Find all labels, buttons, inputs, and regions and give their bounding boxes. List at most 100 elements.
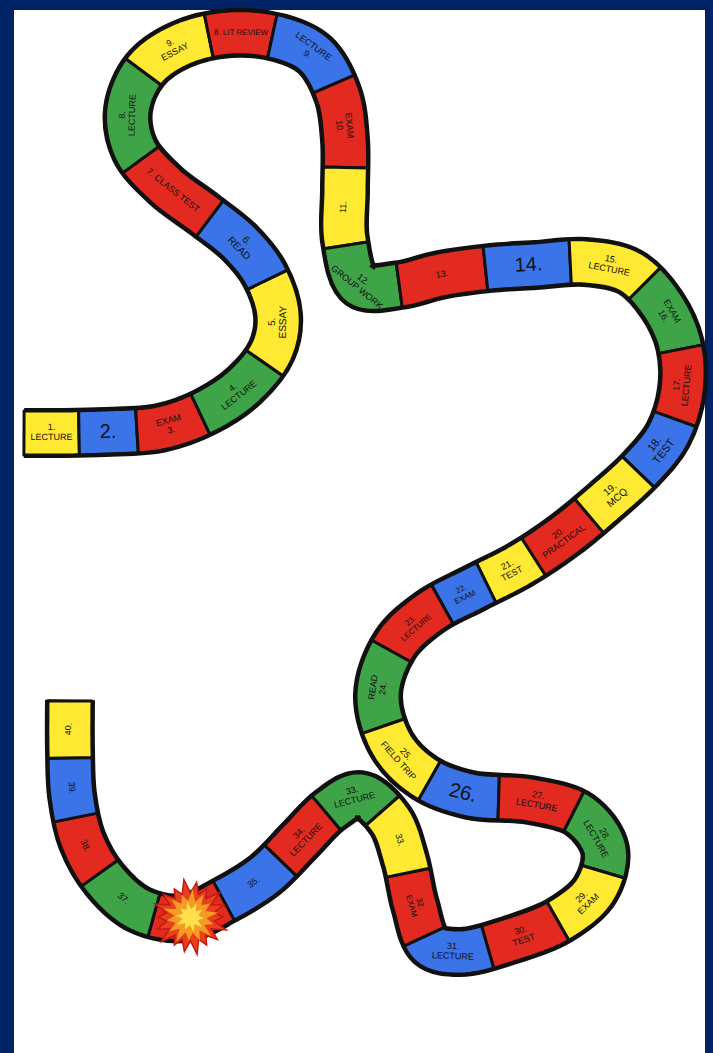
board-square: 22.EXAM xyxy=(436,566,492,621)
board-square: 31.LECTURE xyxy=(420,931,486,973)
board-square: 29.EXAM xyxy=(549,865,622,937)
board-square: READ24. xyxy=(354,649,403,726)
board-square: 8.LECTURE xyxy=(106,71,149,160)
board-square: 37. xyxy=(86,863,161,935)
board-square: 12.GROUP WORK xyxy=(317,245,402,325)
board-square: 7. CLASS TEST xyxy=(127,149,218,233)
path-tile xyxy=(79,409,139,455)
board-square: 28.LECTURE xyxy=(566,798,634,876)
square-text: LECTURE xyxy=(127,94,138,136)
board-square: 15.LECTURE xyxy=(570,238,650,292)
square-text: LECTURE xyxy=(515,798,558,815)
square-text: 24. xyxy=(378,682,389,696)
square-text: 10. xyxy=(334,119,345,132)
path-tile xyxy=(126,14,213,85)
square-text: 2. xyxy=(99,421,117,443)
square-text: 38. xyxy=(78,838,92,853)
board-square: 21.TEST xyxy=(480,542,541,600)
fire-square xyxy=(155,880,227,955)
board-square: LECTURE9. xyxy=(268,13,353,90)
fire-middle xyxy=(164,889,218,941)
square-text: 11. xyxy=(339,200,349,212)
board-square: 25.FIELD TRIP xyxy=(364,720,438,797)
square-text: LECTURE xyxy=(293,31,333,64)
square-text: LECTURE xyxy=(587,261,630,279)
fire-outer xyxy=(155,880,227,955)
board-square: EXAM10. xyxy=(320,84,367,166)
square-text: ESSAY xyxy=(278,306,289,339)
path-tile xyxy=(54,813,118,886)
square-text: 1. xyxy=(48,423,56,433)
path-tile xyxy=(48,758,97,822)
square-text: 37. xyxy=(115,891,131,907)
square-text: LECTURE xyxy=(432,951,474,962)
square-text: 31. xyxy=(447,942,460,952)
board-square: 39. xyxy=(49,759,94,816)
board-square: 35. xyxy=(216,849,291,918)
board-square: EXAM16. xyxy=(633,273,702,354)
board-square: 2. xyxy=(81,411,135,453)
path-tile xyxy=(629,268,702,354)
square-text: 8. xyxy=(118,111,128,119)
fire-core xyxy=(176,901,204,931)
path-tile xyxy=(564,792,628,878)
board-square: 9.ESSAY xyxy=(133,14,214,82)
square-text: 5. xyxy=(267,317,278,326)
path-tile xyxy=(148,881,234,940)
square-text: PRACTICAL xyxy=(541,523,588,561)
board-square: 26. xyxy=(426,766,500,821)
path-tile xyxy=(314,75,368,168)
page-ground xyxy=(14,10,705,1053)
square-text: EXAM xyxy=(343,112,355,138)
board-square: 33. xyxy=(371,804,428,875)
square-text: GROUP WORK xyxy=(329,264,384,312)
square-text: 40. xyxy=(65,723,75,736)
board-square: 14. xyxy=(488,243,569,287)
square-text: 9. xyxy=(301,49,313,61)
path-tiles xyxy=(24,11,705,974)
board-square: 4.LECTURE xyxy=(194,353,279,432)
board-square: 18.TEST xyxy=(626,412,694,483)
square-text: LECTURE xyxy=(220,380,259,414)
square-text: 35. xyxy=(246,876,262,891)
board-square: 8. LIT REVIEW xyxy=(211,12,269,52)
board-square: 13. xyxy=(398,247,486,301)
square-text: 39. xyxy=(66,781,77,794)
board-square: 20.PRACTICAL xyxy=(524,503,598,572)
board-square: 17.LECTURE xyxy=(660,351,706,419)
square-text: 13. xyxy=(435,269,449,281)
board-square: 27.LECTURE xyxy=(499,775,576,827)
path-tile xyxy=(322,167,368,249)
path-tile xyxy=(204,11,277,58)
path-tile xyxy=(482,902,569,968)
square-text: LECTURE xyxy=(31,433,73,443)
board-square: 5.ESSAY xyxy=(257,280,299,363)
square-text: 8. LIT REVIEW xyxy=(213,28,267,37)
square-text: 7. CLASS TEST xyxy=(144,167,201,215)
board-square: 33.LECTURE xyxy=(319,769,388,823)
square-text: 3. xyxy=(166,425,176,436)
board-square: 11. xyxy=(323,170,367,244)
square-text: 33. xyxy=(393,832,406,847)
square-text: EXAM xyxy=(404,894,419,918)
square-text: LECTURE xyxy=(681,364,694,407)
square-text: LECTURE xyxy=(289,821,325,858)
path-tile xyxy=(48,701,92,759)
square-text: 14. xyxy=(514,254,543,277)
square-text: FIELD TRIP xyxy=(378,740,417,783)
board-square: 40. xyxy=(50,703,90,754)
path-tile xyxy=(419,762,500,820)
square-text: ESSAY xyxy=(160,42,191,64)
board-square: 1.LECTURE xyxy=(27,413,76,453)
board-square: 19.MCQ xyxy=(578,460,650,529)
square-text: 26. xyxy=(447,779,479,807)
path-tile xyxy=(396,247,488,307)
board-square: 38. xyxy=(55,813,114,879)
board-square: 23.LECTURE xyxy=(376,589,451,661)
board-square: EXAM3. xyxy=(135,399,203,453)
board-square: 30.TEST xyxy=(484,906,562,966)
board-square: 6.READ xyxy=(200,203,284,288)
